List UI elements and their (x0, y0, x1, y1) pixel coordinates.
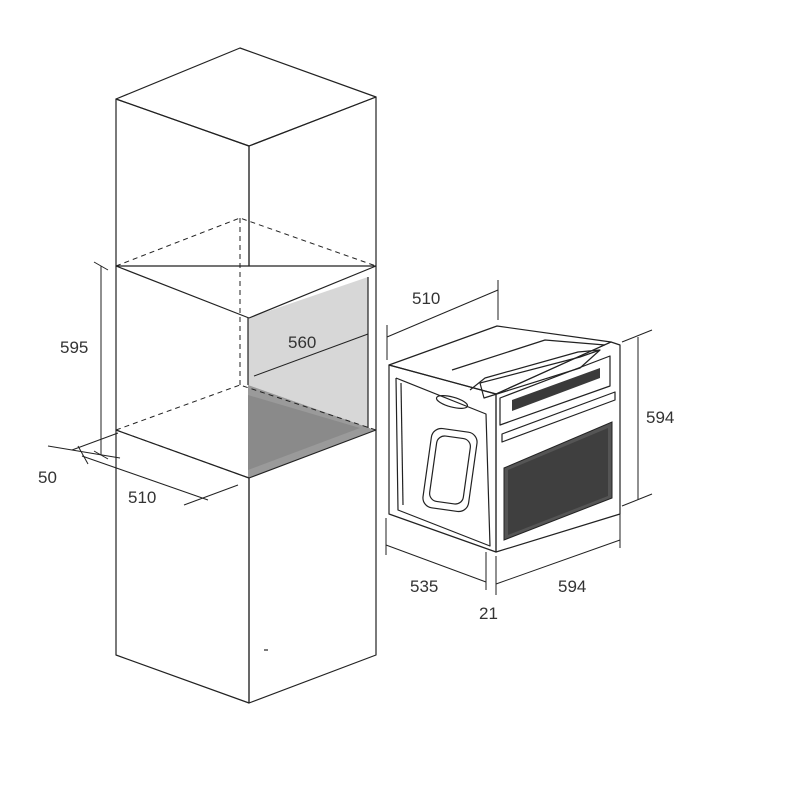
niche-depth-label: 510 (128, 488, 156, 507)
oven-side-vent (422, 427, 478, 513)
niche-width-dimension: 560 (253, 333, 369, 377)
cabinet-top-face (115, 47, 377, 147)
niche-depth-dimension: 510 (77, 445, 239, 507)
oven-top-depth-dimension: 510 (386, 280, 499, 360)
oven: 510 594 535 594 21 (385, 280, 674, 623)
niche-height-dimension: 595 (60, 261, 109, 460)
oven-front-width-label: 594 (558, 577, 586, 596)
niche-width-label: 560 (288, 333, 316, 352)
oven-body-depth-dimension: 535 (385, 518, 487, 596)
oven-body-depth-label: 535 (410, 577, 438, 596)
oven-height-label: 594 (646, 408, 674, 427)
cabinet-upper-left-face (115, 98, 250, 267)
oven-top-depth-label: 510 (412, 289, 440, 308)
oven-side-knob (435, 395, 469, 409)
cabinet-tower: 595 560 50 510 (38, 47, 377, 704)
oven-display-strip (512, 368, 600, 411)
niche-height-label: 595 (60, 338, 88, 357)
oven-door-handle (501, 391, 616, 443)
niche-hidden-edges-lower (115, 384, 377, 431)
cabinet-upper-right-face (248, 96, 377, 267)
oven-side-face (388, 364, 497, 553)
oven-height-dimension: 594 (621, 329, 674, 507)
niche-hidden-edges-upper (115, 217, 377, 267)
oven-front-dimensions: 594 21 (479, 514, 621, 623)
cabinet-lower-right-face (248, 429, 377, 704)
rear-gap-label: 50 (38, 468, 57, 487)
oven-control-panel (499, 355, 611, 426)
cabinet-lower-left-face (115, 429, 250, 704)
rear-gap-dimension: 50 (38, 432, 121, 487)
oven-front-frame (495, 341, 621, 553)
oven-front-panel-depth-label: 21 (479, 604, 498, 623)
niche-floor-shade (248, 395, 360, 470)
